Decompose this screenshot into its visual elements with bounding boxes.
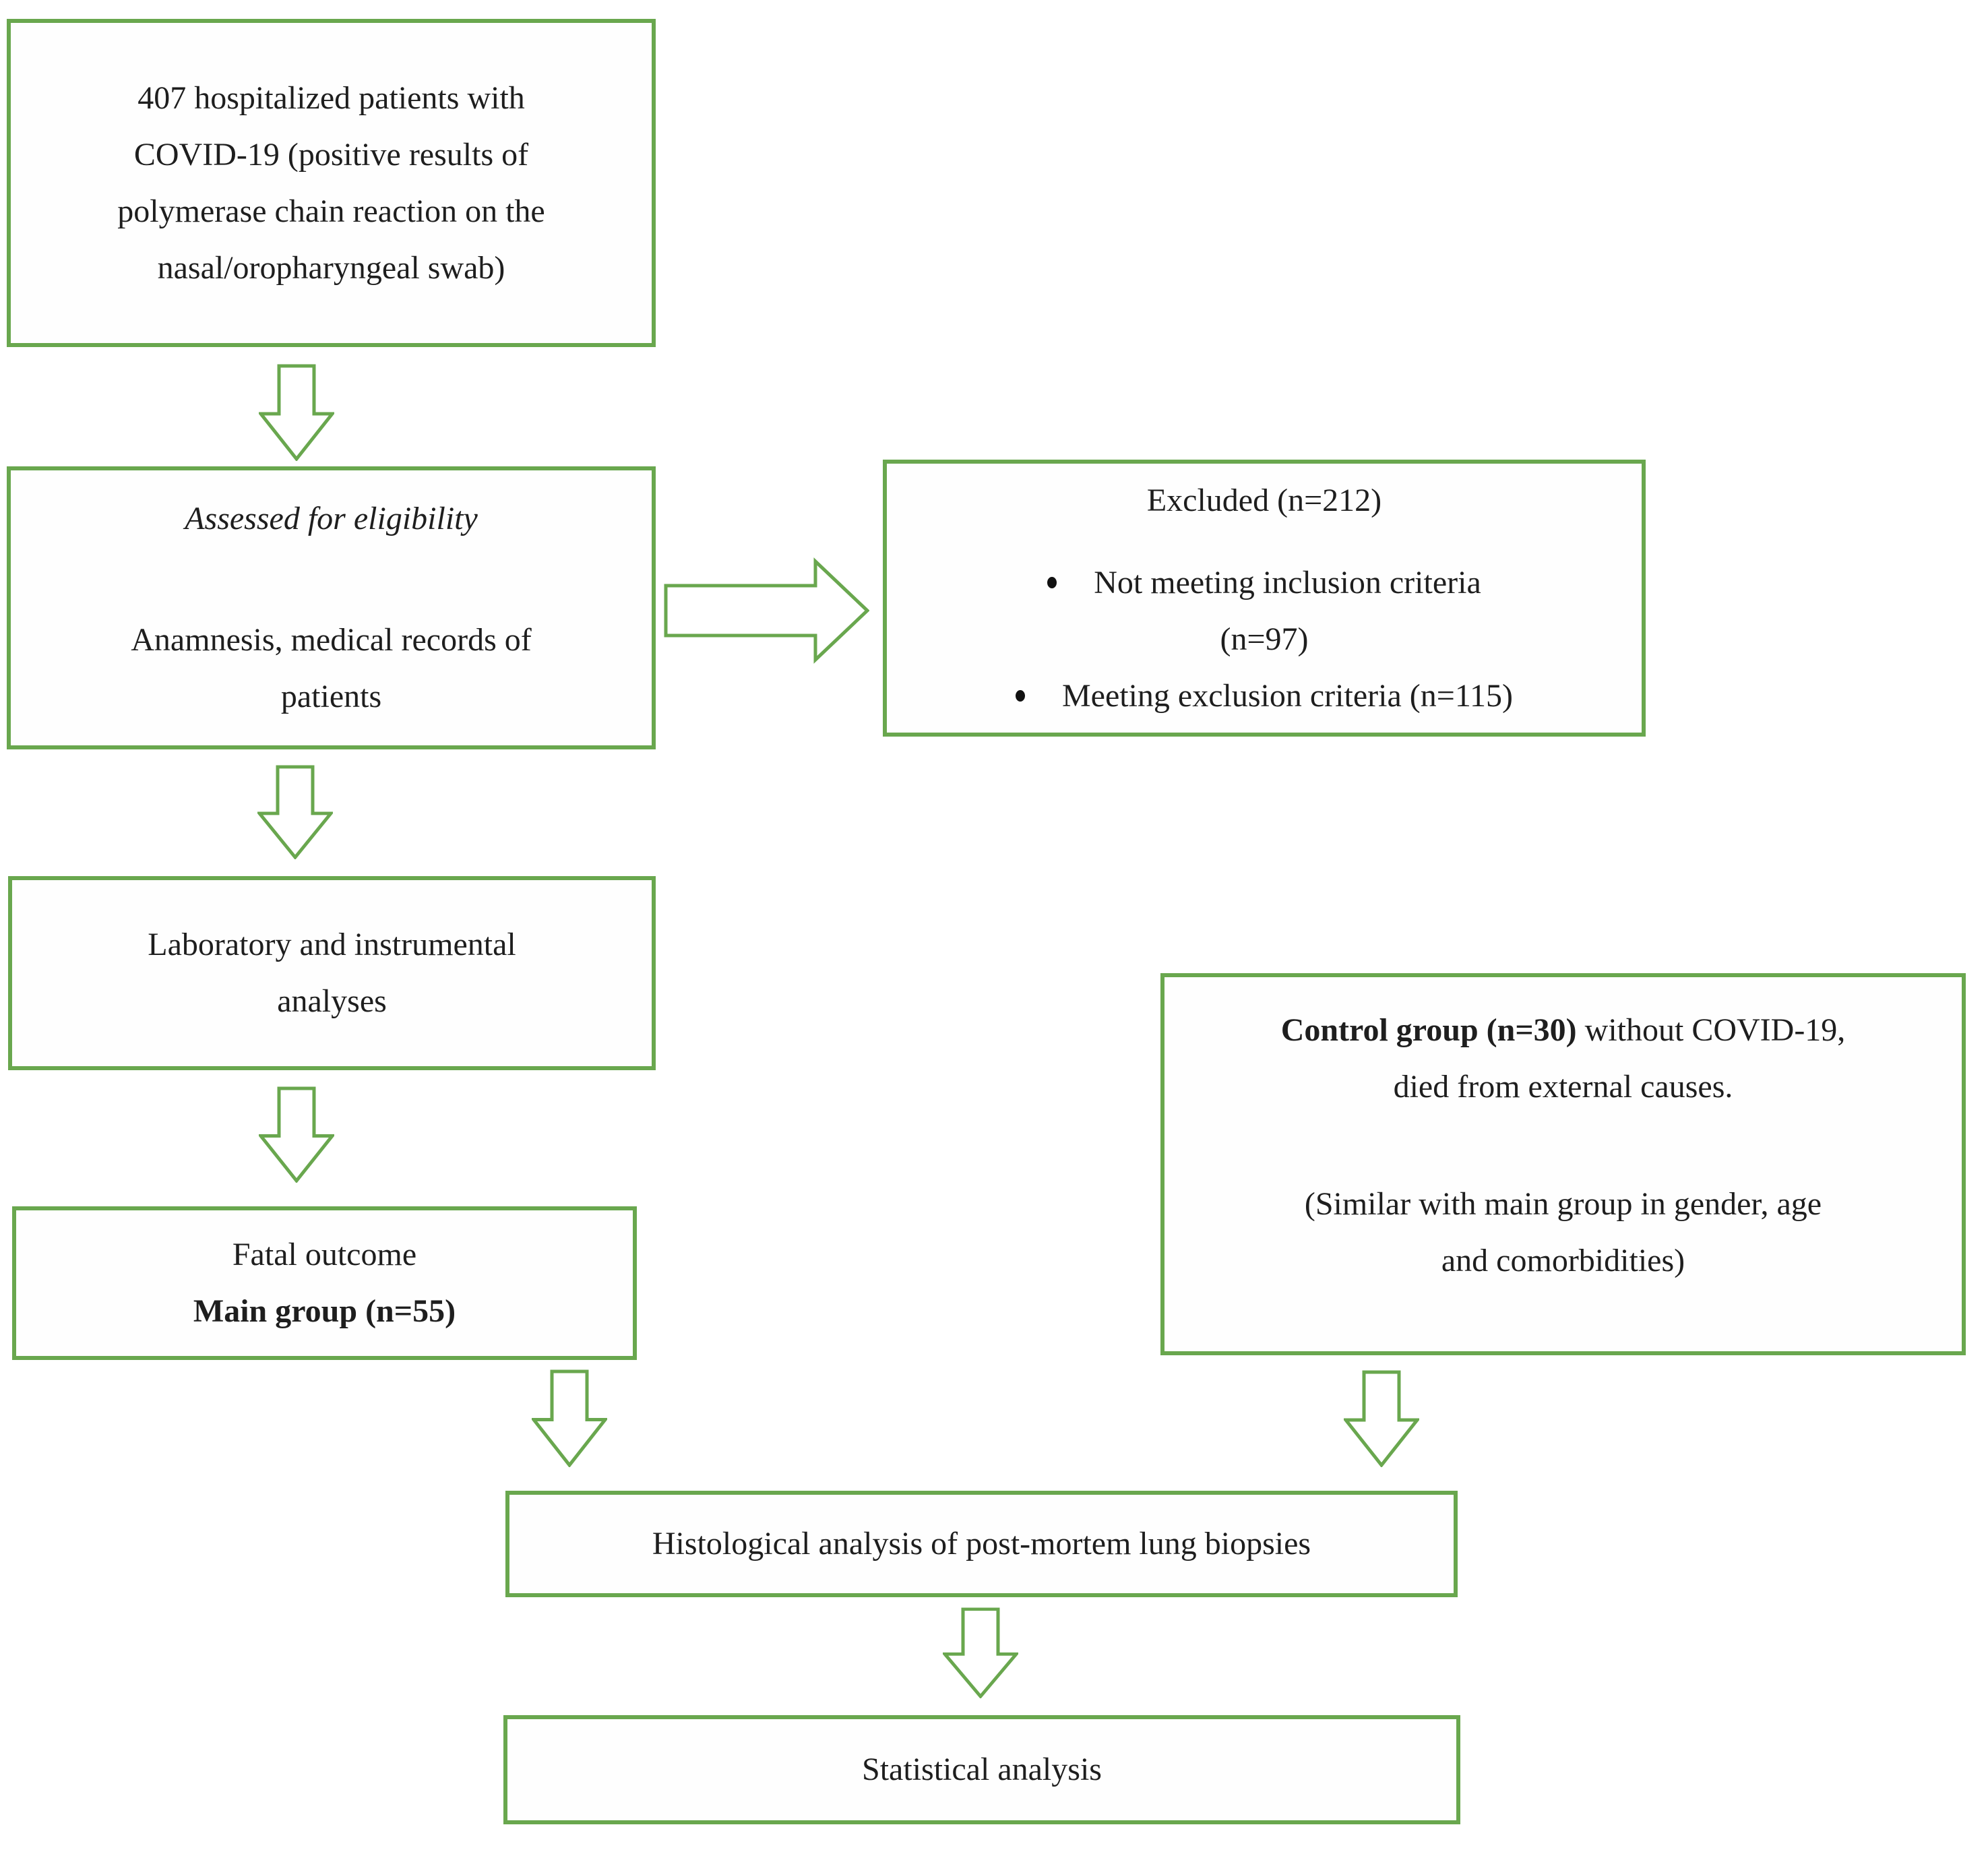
box-excluded: Excluded (n=212) Not meeting inclusion c… xyxy=(883,460,1646,737)
box-statistical: Statistical analysis xyxy=(503,1715,1460,1824)
box-line-bold-lead: Control group (n=30) xyxy=(1280,1012,1577,1048)
box-title: Assessed for eligibility xyxy=(185,501,478,536)
box-line-bold: Main group (n=55) xyxy=(193,1293,456,1329)
arrow-down-icon xyxy=(532,1369,607,1467)
arrow-right-icon xyxy=(664,556,869,665)
box-eligibility: Assessed for eligibility Anamnesis, medi… xyxy=(7,466,656,749)
box-line: analyses xyxy=(277,983,387,1019)
box-laboratory: Laboratory and instrumental analyses xyxy=(8,876,656,1070)
arrow-down-icon xyxy=(257,765,333,859)
box-line-rest: without COVID-19, xyxy=(1576,1012,1846,1048)
box-line: 407 hospitalized patients with xyxy=(137,80,525,116)
box-line: polymerase chain reaction on the xyxy=(117,193,545,229)
bullet-text: Not meeting inclusion criteria xyxy=(1094,564,1481,600)
bullet-icon xyxy=(1015,690,1025,702)
arrow-down-icon xyxy=(259,1086,334,1183)
box-histological: Histological analysis of post-mortem lun… xyxy=(505,1491,1458,1597)
arrow-down-icon xyxy=(943,1607,1018,1698)
box-line: COVID-19 (positive results of xyxy=(133,136,529,173)
box-line: Laboratory and instrumental xyxy=(148,927,516,962)
box-line: Fatal outcome xyxy=(232,1237,417,1272)
bullet-icon xyxy=(1047,577,1057,588)
bullet-item: Not meeting inclusion criteria xyxy=(887,555,1642,611)
box-line: Statistical analysis xyxy=(862,1752,1102,1787)
box-main-group: Fatal outcome Main group (n=55) xyxy=(12,1206,637,1360)
bullet-item: Meeting exclusion criteria (n=115) xyxy=(887,668,1642,724)
arrow-down-icon xyxy=(1344,1370,1419,1467)
box-title: Excluded (n=212) xyxy=(1146,482,1382,518)
box-line: nasal/oropharyngeal swab) xyxy=(157,249,505,286)
box-line: patients xyxy=(280,679,382,714)
box-patients: 407 hospitalized patients with COVID-19 … xyxy=(7,19,656,347)
box-line: Histological analysis of post-mortem lun… xyxy=(652,1526,1311,1561)
box-line: Anamnesis, medical records of xyxy=(131,622,532,658)
arrow-down-icon xyxy=(259,364,334,461)
box-control-group: Control group (n=30) without COVID-19, d… xyxy=(1160,973,1966,1355)
bullet-text: Meeting exclusion criteria (n=115) xyxy=(1061,677,1514,714)
box-line: (Similar with main group in gender, age xyxy=(1304,1186,1822,1222)
box-line: and comorbidities) xyxy=(1441,1243,1685,1278)
box-line: Control group (n=30) without COVID-19, xyxy=(1281,1002,1846,1059)
box-line: died from external causes. xyxy=(1393,1069,1733,1105)
bullet-text-continued: (n=97) xyxy=(1220,621,1309,657)
